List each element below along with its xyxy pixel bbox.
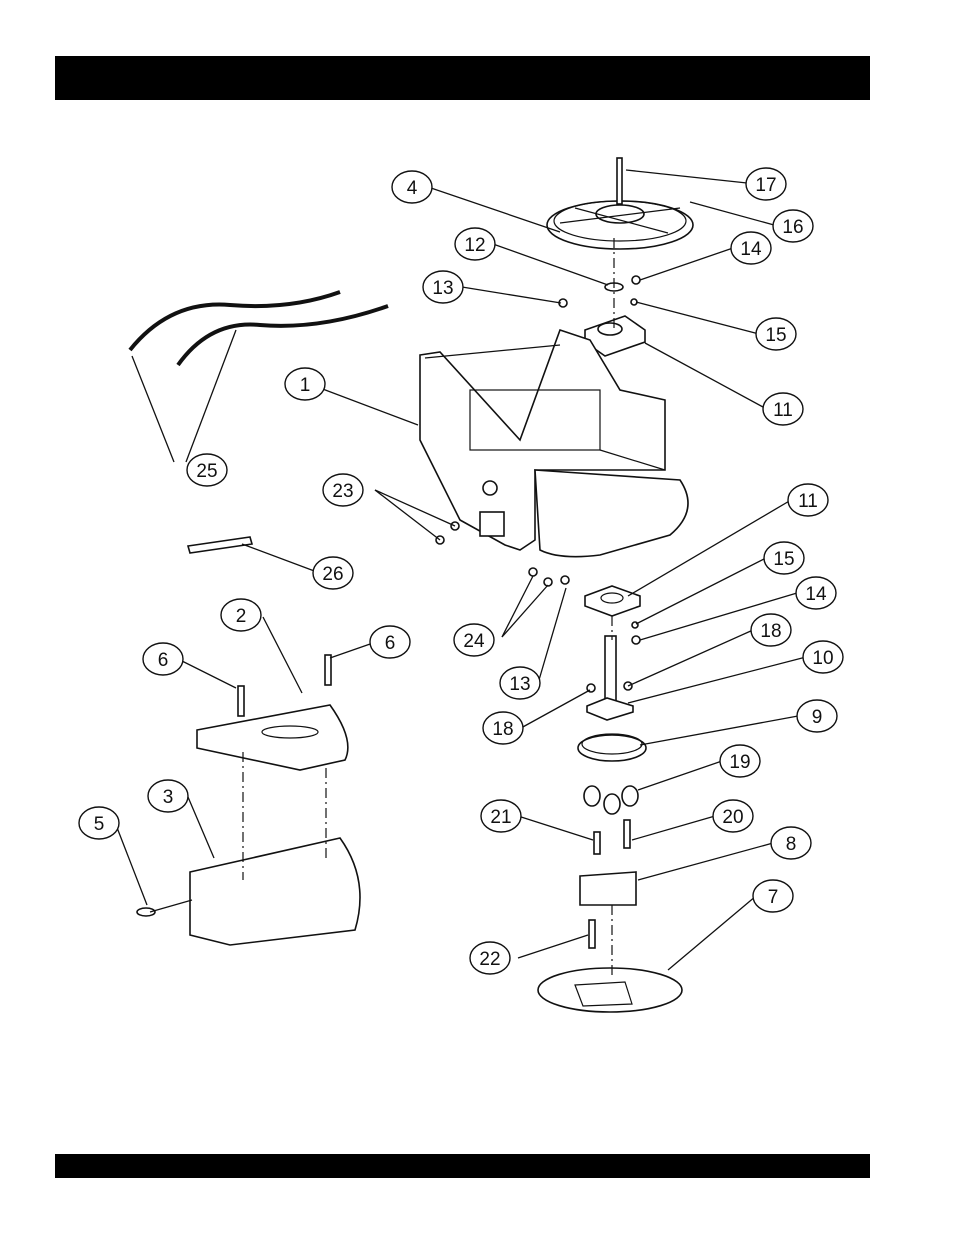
svg-text:5: 5 xyxy=(94,814,105,835)
part-mount-plate xyxy=(580,872,636,905)
svg-text:23: 23 xyxy=(332,481,353,502)
callout-23: 23 xyxy=(323,474,363,506)
callout-13b: 13 xyxy=(500,667,540,699)
callout-14b: 14 xyxy=(796,577,836,609)
part-base-pad xyxy=(538,968,682,1012)
callout-2: 2 xyxy=(221,599,261,631)
callout-22: 22 xyxy=(470,942,510,974)
svg-text:2: 2 xyxy=(236,606,247,627)
callout-7: 7 xyxy=(753,880,793,912)
callout-24: 24 xyxy=(454,624,494,656)
callout-14a: 14 xyxy=(731,232,771,264)
svg-text:11: 11 xyxy=(798,491,818,512)
svg-text:14: 14 xyxy=(740,239,762,260)
svg-text:15: 15 xyxy=(773,549,794,570)
part-frame xyxy=(420,330,688,557)
svg-text:13: 13 xyxy=(509,674,530,695)
callout-15b: 15 xyxy=(764,542,804,574)
svg-text:24: 24 xyxy=(463,631,485,652)
svg-text:16: 16 xyxy=(782,217,803,238)
svg-text:15: 15 xyxy=(765,325,786,346)
callout-11a: 11 xyxy=(763,393,803,425)
svg-text:22: 22 xyxy=(479,949,500,970)
part-pulley xyxy=(547,201,693,249)
callout-12: 12 xyxy=(455,228,495,260)
callout-6a: 6 xyxy=(143,643,183,675)
callout-11b: 11 xyxy=(788,484,828,516)
part-rollers xyxy=(584,786,638,814)
svg-text:20: 20 xyxy=(722,807,743,828)
svg-text:4: 4 xyxy=(407,178,418,199)
callout-10: 10 xyxy=(803,641,843,673)
svg-text:18: 18 xyxy=(760,621,781,642)
svg-text:1: 1 xyxy=(300,375,311,396)
callout-13a: 13 xyxy=(423,271,463,303)
part-lower-bearing xyxy=(585,586,640,616)
callout-1: 1 xyxy=(285,368,325,400)
callouts: 1 2 3 4 5 6 6 7 8 9 10 11 11 12 13 13 14… xyxy=(79,168,843,974)
part-cover-bottom xyxy=(190,838,360,945)
callout-17: 17 xyxy=(746,168,786,200)
svg-text:12: 12 xyxy=(464,235,485,256)
svg-text:6: 6 xyxy=(158,650,169,671)
svg-text:18: 18 xyxy=(492,719,513,740)
svg-text:10: 10 xyxy=(812,648,833,669)
svg-text:6: 6 xyxy=(385,633,396,654)
part-key-pin xyxy=(617,158,622,204)
callout-15a: 15 xyxy=(756,318,796,350)
callout-16: 16 xyxy=(773,210,813,242)
callout-9: 9 xyxy=(797,700,837,732)
callout-25: 25 xyxy=(187,454,227,486)
callout-5: 5 xyxy=(79,807,119,839)
callout-20: 20 xyxy=(713,800,753,832)
svg-text:17: 17 xyxy=(755,175,776,196)
callout-19: 19 xyxy=(720,745,760,777)
part-strap xyxy=(188,537,252,553)
svg-text:7: 7 xyxy=(768,887,779,908)
svg-text:13: 13 xyxy=(432,278,453,299)
svg-text:25: 25 xyxy=(196,461,217,482)
part-cables xyxy=(130,292,388,365)
svg-text:11: 11 xyxy=(773,400,793,421)
svg-text:26: 26 xyxy=(322,564,343,585)
callout-4: 4 xyxy=(392,171,432,203)
footer-bar xyxy=(55,1154,870,1178)
svg-text:3: 3 xyxy=(163,787,174,808)
callout-21: 21 xyxy=(481,800,521,832)
callout-18a: 18 xyxy=(751,614,791,646)
svg-text:8: 8 xyxy=(786,834,797,855)
callout-26: 26 xyxy=(313,557,353,589)
callout-18b: 18 xyxy=(483,712,523,744)
svg-text:14: 14 xyxy=(805,584,827,605)
part-wing-screw xyxy=(137,900,192,916)
svg-text:9: 9 xyxy=(812,707,823,728)
svg-text:21: 21 xyxy=(490,807,511,828)
part-drive-plate xyxy=(587,698,633,720)
svg-text:19: 19 xyxy=(729,752,750,773)
callout-3: 3 xyxy=(148,780,188,812)
callout-8: 8 xyxy=(771,827,811,859)
part-cover-top xyxy=(197,705,348,770)
callout-6b: 6 xyxy=(370,626,410,658)
part-hub xyxy=(578,734,646,761)
